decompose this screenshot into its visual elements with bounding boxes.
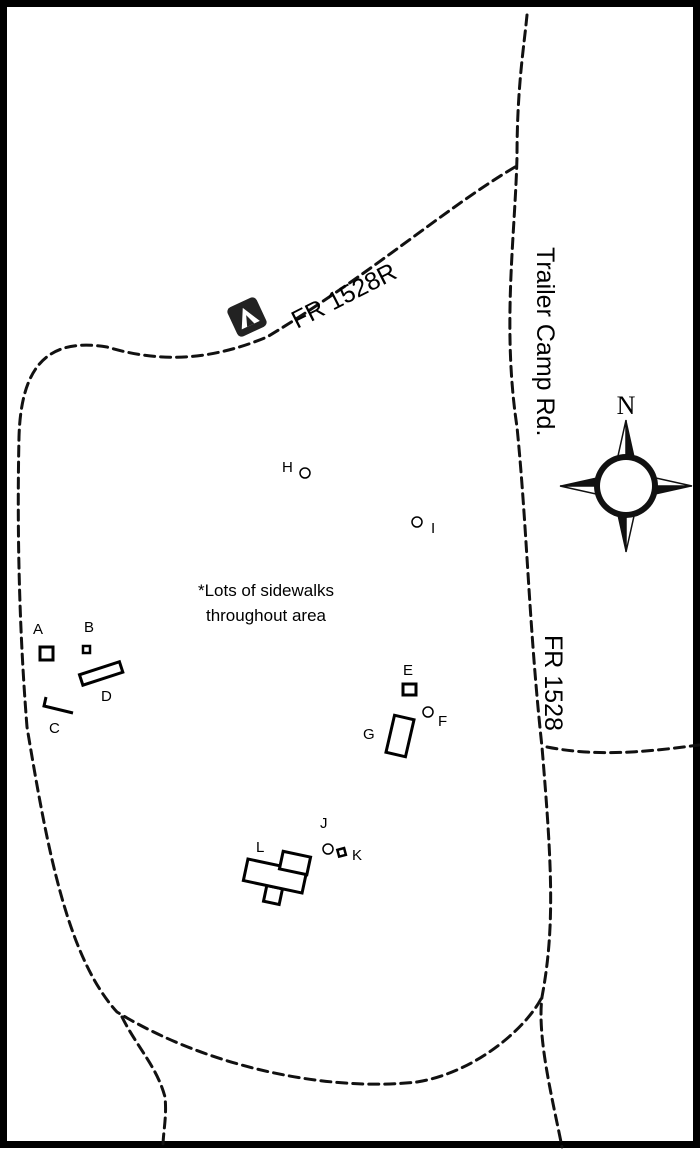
feature-j-label: J (320, 815, 328, 832)
compass-north-label: N (617, 391, 636, 420)
building-d (77, 659, 125, 688)
building-a (38, 645, 55, 662)
site-map: FR 1528R Trailer Camp Rd. FR 1528 N *Lot… (16, 13, 700, 1149)
building-b (81, 644, 92, 655)
feature-k-label: K (352, 847, 362, 864)
feature-b-label: B (84, 619, 94, 636)
feature-j-marker (322, 843, 334, 855)
feature-i-label: I (431, 520, 435, 537)
fr-1528-label: FR 1528 (539, 635, 567, 731)
building-l (241, 849, 313, 907)
building-e (401, 682, 418, 697)
feature-e-label: E (403, 662, 413, 679)
sidewalks-note-line-1: *Lots of sidewalks (198, 581, 334, 600)
spur-road-south (120, 1015, 168, 1149)
feature-g-label: G (363, 726, 375, 743)
feature-d-label: D (101, 688, 112, 705)
sidewalks-note-line-2: throughout area (206, 606, 327, 625)
trailer-camp-road-label: Trailer Camp Rd. (531, 247, 559, 436)
feature-f-marker (422, 706, 434, 718)
feature-h-label: H (282, 459, 293, 476)
feature-c-label: C (49, 720, 60, 737)
feature-l-label: L (256, 839, 264, 856)
building-g (384, 713, 416, 759)
trailer-camp-road (508, 13, 564, 1149)
fr-1528r-label: FR 1528R (287, 258, 401, 335)
feature-i-marker (411, 516, 423, 528)
feature-h-marker (299, 467, 311, 479)
fr-1528r-road (16, 165, 544, 1086)
fr-1528-road (545, 743, 700, 755)
campground-tent-icon (227, 297, 267, 337)
compass-rose-icon (559, 419, 693, 553)
structure-c (42, 696, 74, 715)
building-k (335, 846, 348, 859)
feature-a-label: A (33, 621, 43, 638)
feature-f-label: F (438, 713, 447, 730)
